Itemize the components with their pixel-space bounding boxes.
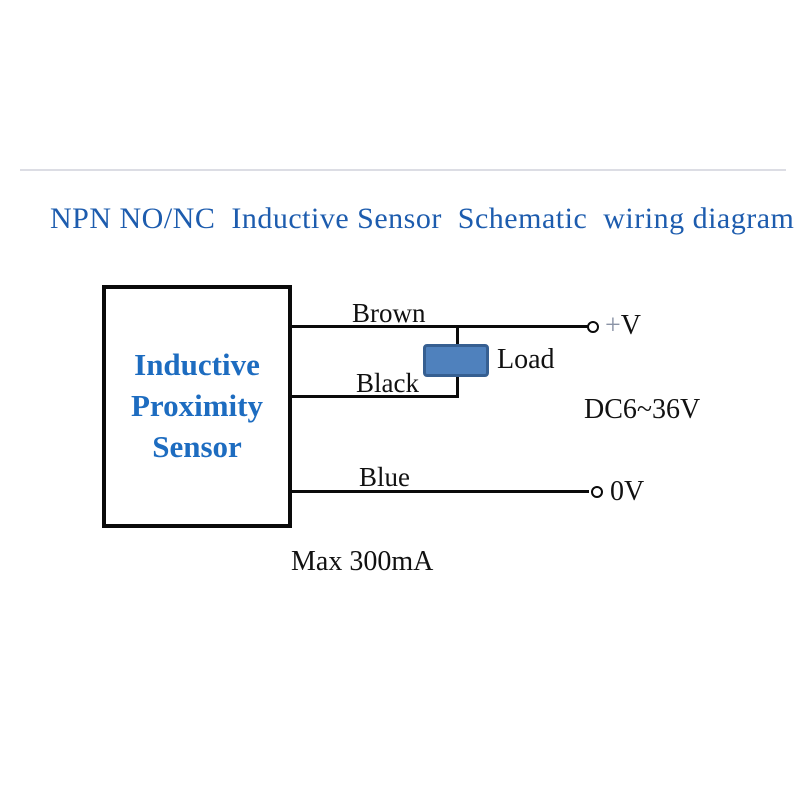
load-component-box: [423, 344, 489, 377]
diagram-title: NPN NO/NC Inductive Sensor Schematic wir…: [50, 202, 795, 235]
inductive-proximity-sensor-box: Inductive Proximity Sensor: [102, 285, 292, 528]
max-current-label: Max 300mA: [291, 546, 434, 577]
blue-wire-label: Blue: [359, 462, 410, 492]
brown-wire-label: Brown: [352, 298, 426, 328]
sensor-box-label-line1: Inductive: [134, 347, 260, 383]
black-wire-label: Black: [356, 368, 419, 398]
sensor-box-label-line3: Sensor: [152, 428, 242, 464]
ground-terminal-circle: [591, 486, 603, 498]
load-label: Load: [497, 344, 555, 375]
v-sign: V: [620, 310, 642, 341]
sensor-box-label-line2: Proximity: [130, 388, 263, 424]
ground-terminal-label: 0V: [610, 476, 645, 507]
positive-terminal-label: +V: [605, 310, 641, 342]
brown-wire-line: [290, 325, 589, 328]
faint-divider-line: [20, 169, 786, 171]
blue-wire-line: [290, 490, 589, 493]
voltage-range-label: DC6~36V: [584, 394, 701, 425]
plus-sign: +: [605, 310, 621, 341]
black-wire-line: [290, 395, 459, 398]
positive-terminal-circle: [587, 321, 599, 333]
